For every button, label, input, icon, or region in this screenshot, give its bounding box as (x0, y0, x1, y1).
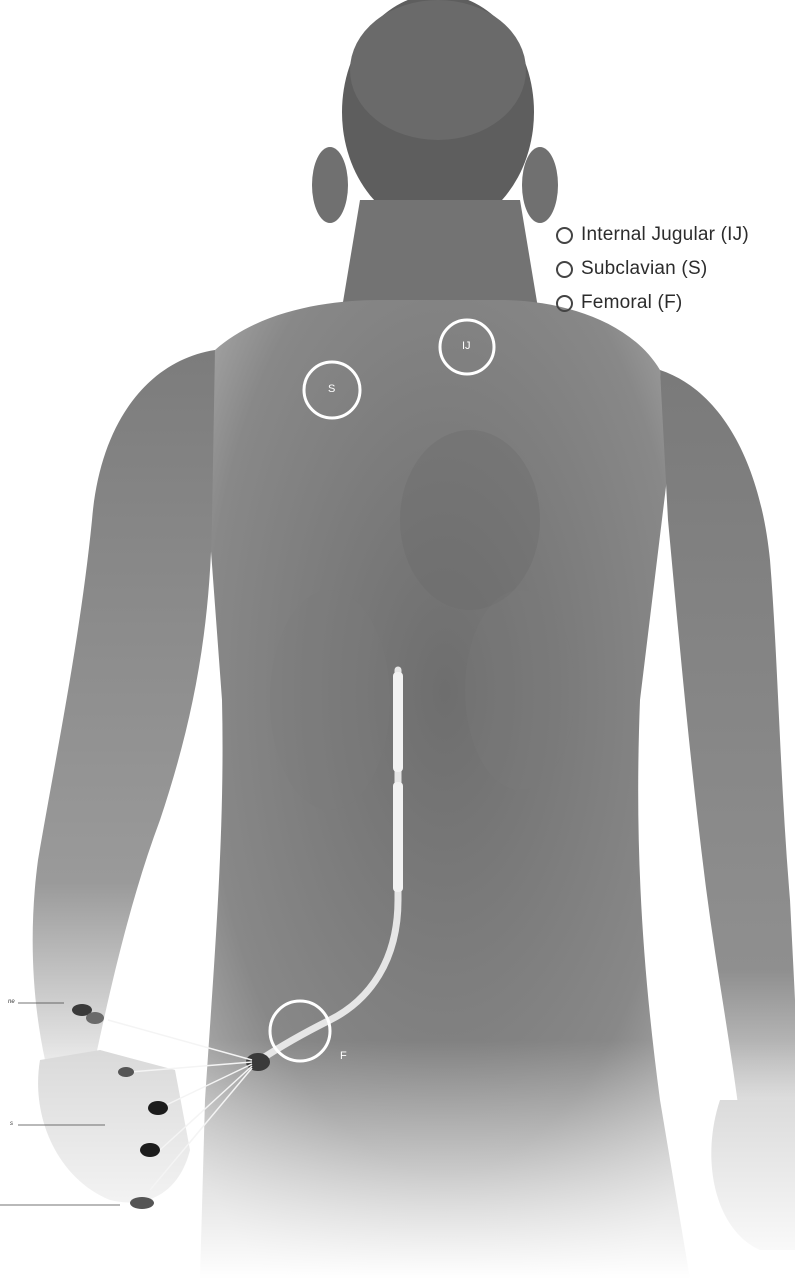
legend: Internal Jugular (IJ) Subclavian (S) Fem… (556, 218, 749, 320)
port-cap (130, 1197, 154, 1209)
site-label-s: S (328, 383, 335, 395)
catheter-segment-upper (393, 672, 403, 772)
circle-icon (556, 295, 573, 312)
site-label-ij: IJ (462, 340, 471, 352)
circle-icon (556, 227, 573, 244)
legend-label: Femoral (F) (581, 292, 682, 314)
legend-label: Subclavian (S) (581, 258, 707, 280)
legend-item-femoral: Femoral (F) (556, 286, 749, 320)
port-cap (140, 1143, 160, 1157)
catheter-segment-lower (393, 782, 403, 892)
legend-label: Internal Jugular (IJ) (581, 224, 749, 246)
port-cap (86, 1012, 104, 1024)
side-label-top: ne (8, 999, 15, 1005)
legend-item-subclavian: Subclavian (S) (556, 252, 749, 286)
port-cap (148, 1101, 168, 1115)
port-cap (118, 1067, 134, 1077)
circle-icon (556, 261, 573, 278)
site-label-f: F (340, 1050, 347, 1062)
side-label-middle: s (10, 1121, 13, 1127)
legend-item-internal-jugular: Internal Jugular (IJ) (556, 218, 749, 252)
